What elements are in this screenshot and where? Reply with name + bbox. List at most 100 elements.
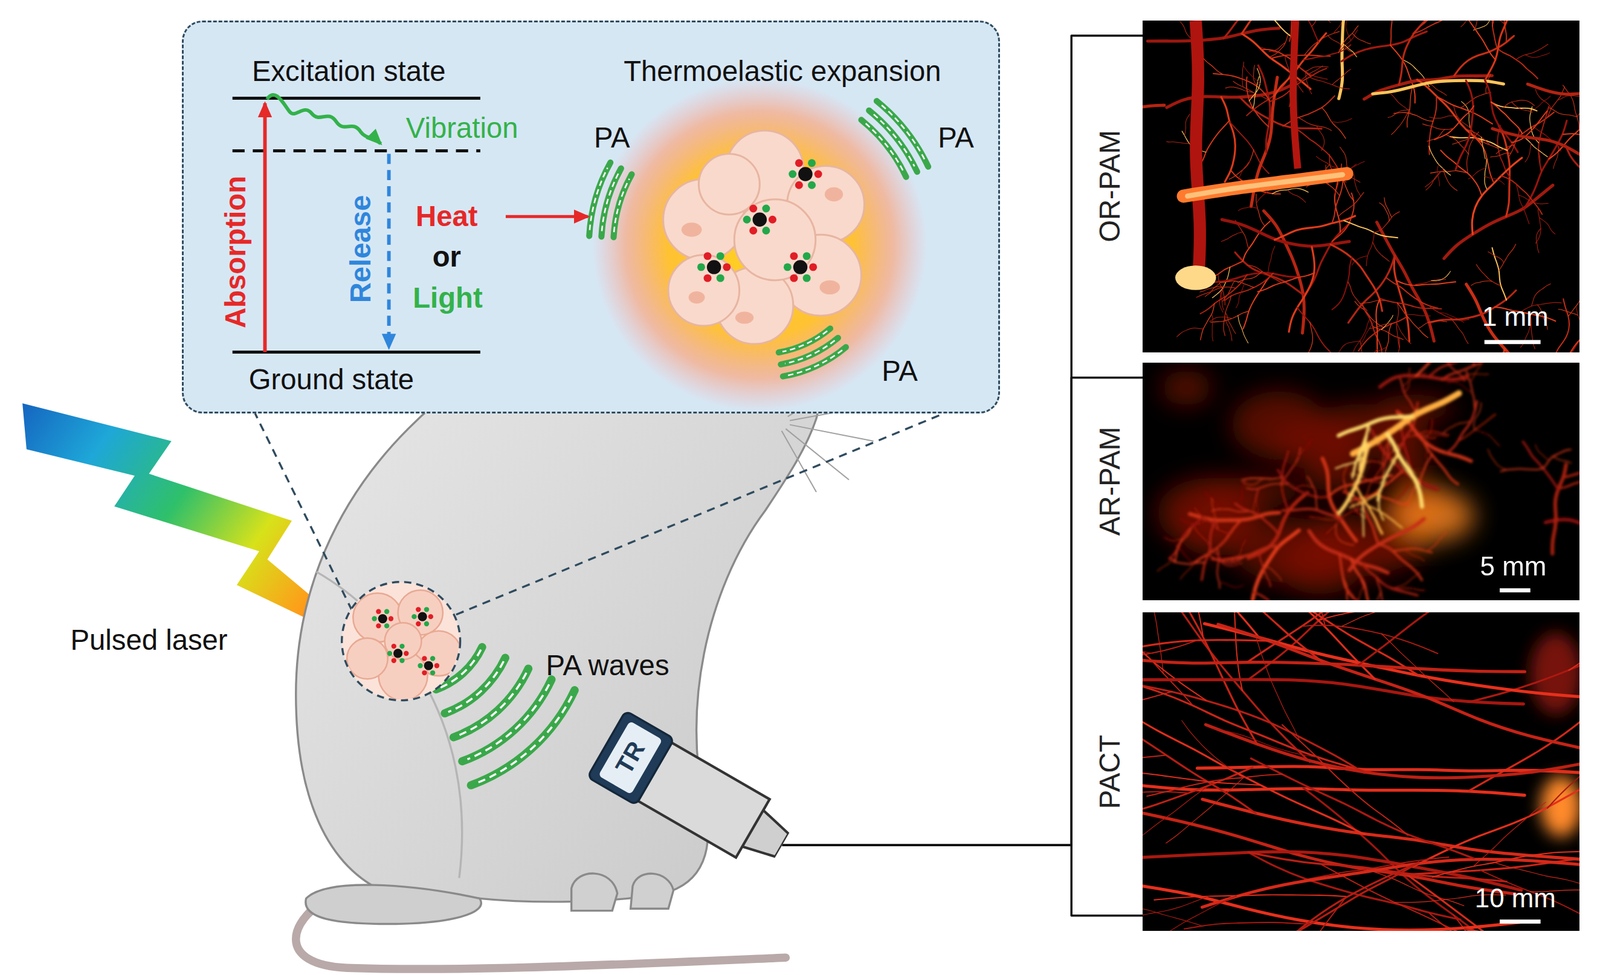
- mechanism-inset-art: [613, 178, 630, 232]
- pact-image: [1540, 775, 1580, 837]
- or-pam-image: [1338, 29, 1358, 53]
- transducer-shape: [587, 710, 675, 805]
- or-pam-image: [1274, 215, 1356, 240]
- ar-pam-image: [1462, 373, 1489, 376]
- wave-label: PA waves: [545, 649, 669, 681]
- mechanism-inset-art: [794, 158, 803, 167]
- tumor-inset-circle: [384, 622, 422, 660]
- or-pam-image: [1213, 73, 1271, 101]
- mechanism-inset-art: [505, 215, 588, 219]
- or-pam-image: [1412, 279, 1446, 286]
- or-pam-image: [1224, 273, 1274, 301]
- or-pam-image: [1243, 273, 1274, 329]
- or-pam-image: [1288, 189, 1307, 202]
- pact-image: [1251, 758, 1475, 859]
- or-pam-image: [1459, 122, 1490, 145]
- or-pam-image: [1492, 20, 1498, 49]
- tumor-inset-circle: [346, 638, 388, 680]
- output-label: or: [432, 241, 462, 273]
- or-pam-image: [1253, 20, 1295, 39]
- or-pam-image: [1148, 27, 1280, 41]
- or-pam-image: [1451, 317, 1469, 344]
- or-pam-image: [1466, 20, 1496, 61]
- mechanism-inset-art: [662, 130, 865, 344]
- or-pam-image: [1376, 298, 1381, 353]
- or-pam-image: [1528, 77, 1581, 95]
- or-pam-image: [1297, 306, 1338, 352]
- pact-image: [1358, 612, 1580, 665]
- ar-pam-image: [1458, 413, 1496, 441]
- or-pam-image: [1374, 211, 1400, 233]
- ar-pam-image: [1387, 433, 1423, 507]
- or-pam-image: [1199, 120, 1230, 166]
- ar-pam-image: [1309, 516, 1341, 520]
- ar-pam-image: [1326, 508, 1365, 534]
- tumor-inset-circle: [391, 643, 397, 649]
- mechanism-inset-art: [591, 77, 927, 412]
- mechanism-inset-art: [735, 311, 754, 324]
- or-pam-image: [1355, 300, 1385, 327]
- or-pam-image: [1461, 92, 1492, 108]
- or-pam-image: [1437, 164, 1440, 186]
- ar-pam-image: [1380, 375, 1468, 387]
- ar-pam-image: [1157, 556, 1177, 571]
- mechanism-inset-panel: Excitation stateVibrationAbsorptionRelea…: [181, 20, 1000, 414]
- pa-wave-arcs: [476, 695, 572, 783]
- ar-pam-image: [1474, 429, 1501, 446]
- or-pam-image: [1471, 280, 1492, 286]
- ar-pam-image: [1378, 492, 1384, 520]
- or-pam-image: [1238, 207, 1259, 211]
- mechanism-inset-art: [232, 149, 480, 153]
- ar-pam-image: [1355, 599, 1386, 600]
- mechanism-inset-art: [698, 153, 760, 214]
- or-pam-image: [1536, 228, 1542, 253]
- mechanism-inset-art: [782, 346, 846, 376]
- or-pam-image: [1568, 288, 1580, 317]
- mechanism-inset-art: [807, 158, 816, 167]
- or-pam-image: [1388, 108, 1411, 118]
- ar-pam-image: [1212, 545, 1278, 560]
- or-pam-image: [1184, 114, 1191, 136]
- or-pam-image: [1249, 68, 1262, 101]
- ar-pam-image: [1404, 548, 1425, 561]
- or-pam-image: [1379, 202, 1390, 222]
- ar-pam-image: [1479, 362, 1488, 364]
- or-pam-image: [1404, 313, 1431, 316]
- ar-pam-image: [1421, 362, 1428, 365]
- or-pam-image: [1177, 327, 1204, 336]
- pact-image: [1569, 612, 1580, 671]
- pact-image: [1142, 885, 1521, 930]
- ar-pam-image: [1213, 531, 1231, 550]
- pact-image: [1142, 784, 1525, 796]
- ar-pam-image: [1241, 476, 1283, 480]
- pact-image: [1381, 633, 1455, 702]
- mechanism-inset-art: [789, 251, 798, 260]
- or-pam-image: [1342, 43, 1357, 57]
- or-pam-image: [1525, 52, 1550, 58]
- or-pam-image: [1221, 96, 1236, 182]
- ar-pam-image: [1499, 587, 1531, 593]
- ar-pam-image: [1251, 529, 1300, 600]
- or-pam-image: [1413, 20, 1458, 34]
- or-pam-image: [1366, 349, 1378, 353]
- ar-pam-image: [1363, 499, 1365, 536]
- or-pam-image: [1563, 85, 1580, 131]
- leader-line: [456, 413, 944, 615]
- mechanism-inset-art: [802, 273, 811, 282]
- tumor-inset-circle: [403, 650, 409, 656]
- pact-image: [1142, 851, 1522, 891]
- or-pam-image: [1337, 340, 1361, 353]
- tumor-inset-circle: [415, 606, 421, 612]
- ar-pam-image: [1465, 362, 1475, 366]
- ar-pam-image: [1194, 526, 1222, 560]
- or-pam-image: [1270, 68, 1327, 102]
- tumor-inset-circle: [371, 615, 377, 621]
- or-pam-image: [1279, 20, 1292, 42]
- pact-image: [1234, 862, 1419, 931]
- ar-pam-image: [1535, 444, 1550, 460]
- pact-image: [1142, 680, 1364, 771]
- ar-pam-image: [1267, 599, 1269, 600]
- state-label: Excitation state: [251, 55, 446, 88]
- or-pam-image: [1348, 255, 1396, 323]
- pact-image: [1142, 711, 1365, 835]
